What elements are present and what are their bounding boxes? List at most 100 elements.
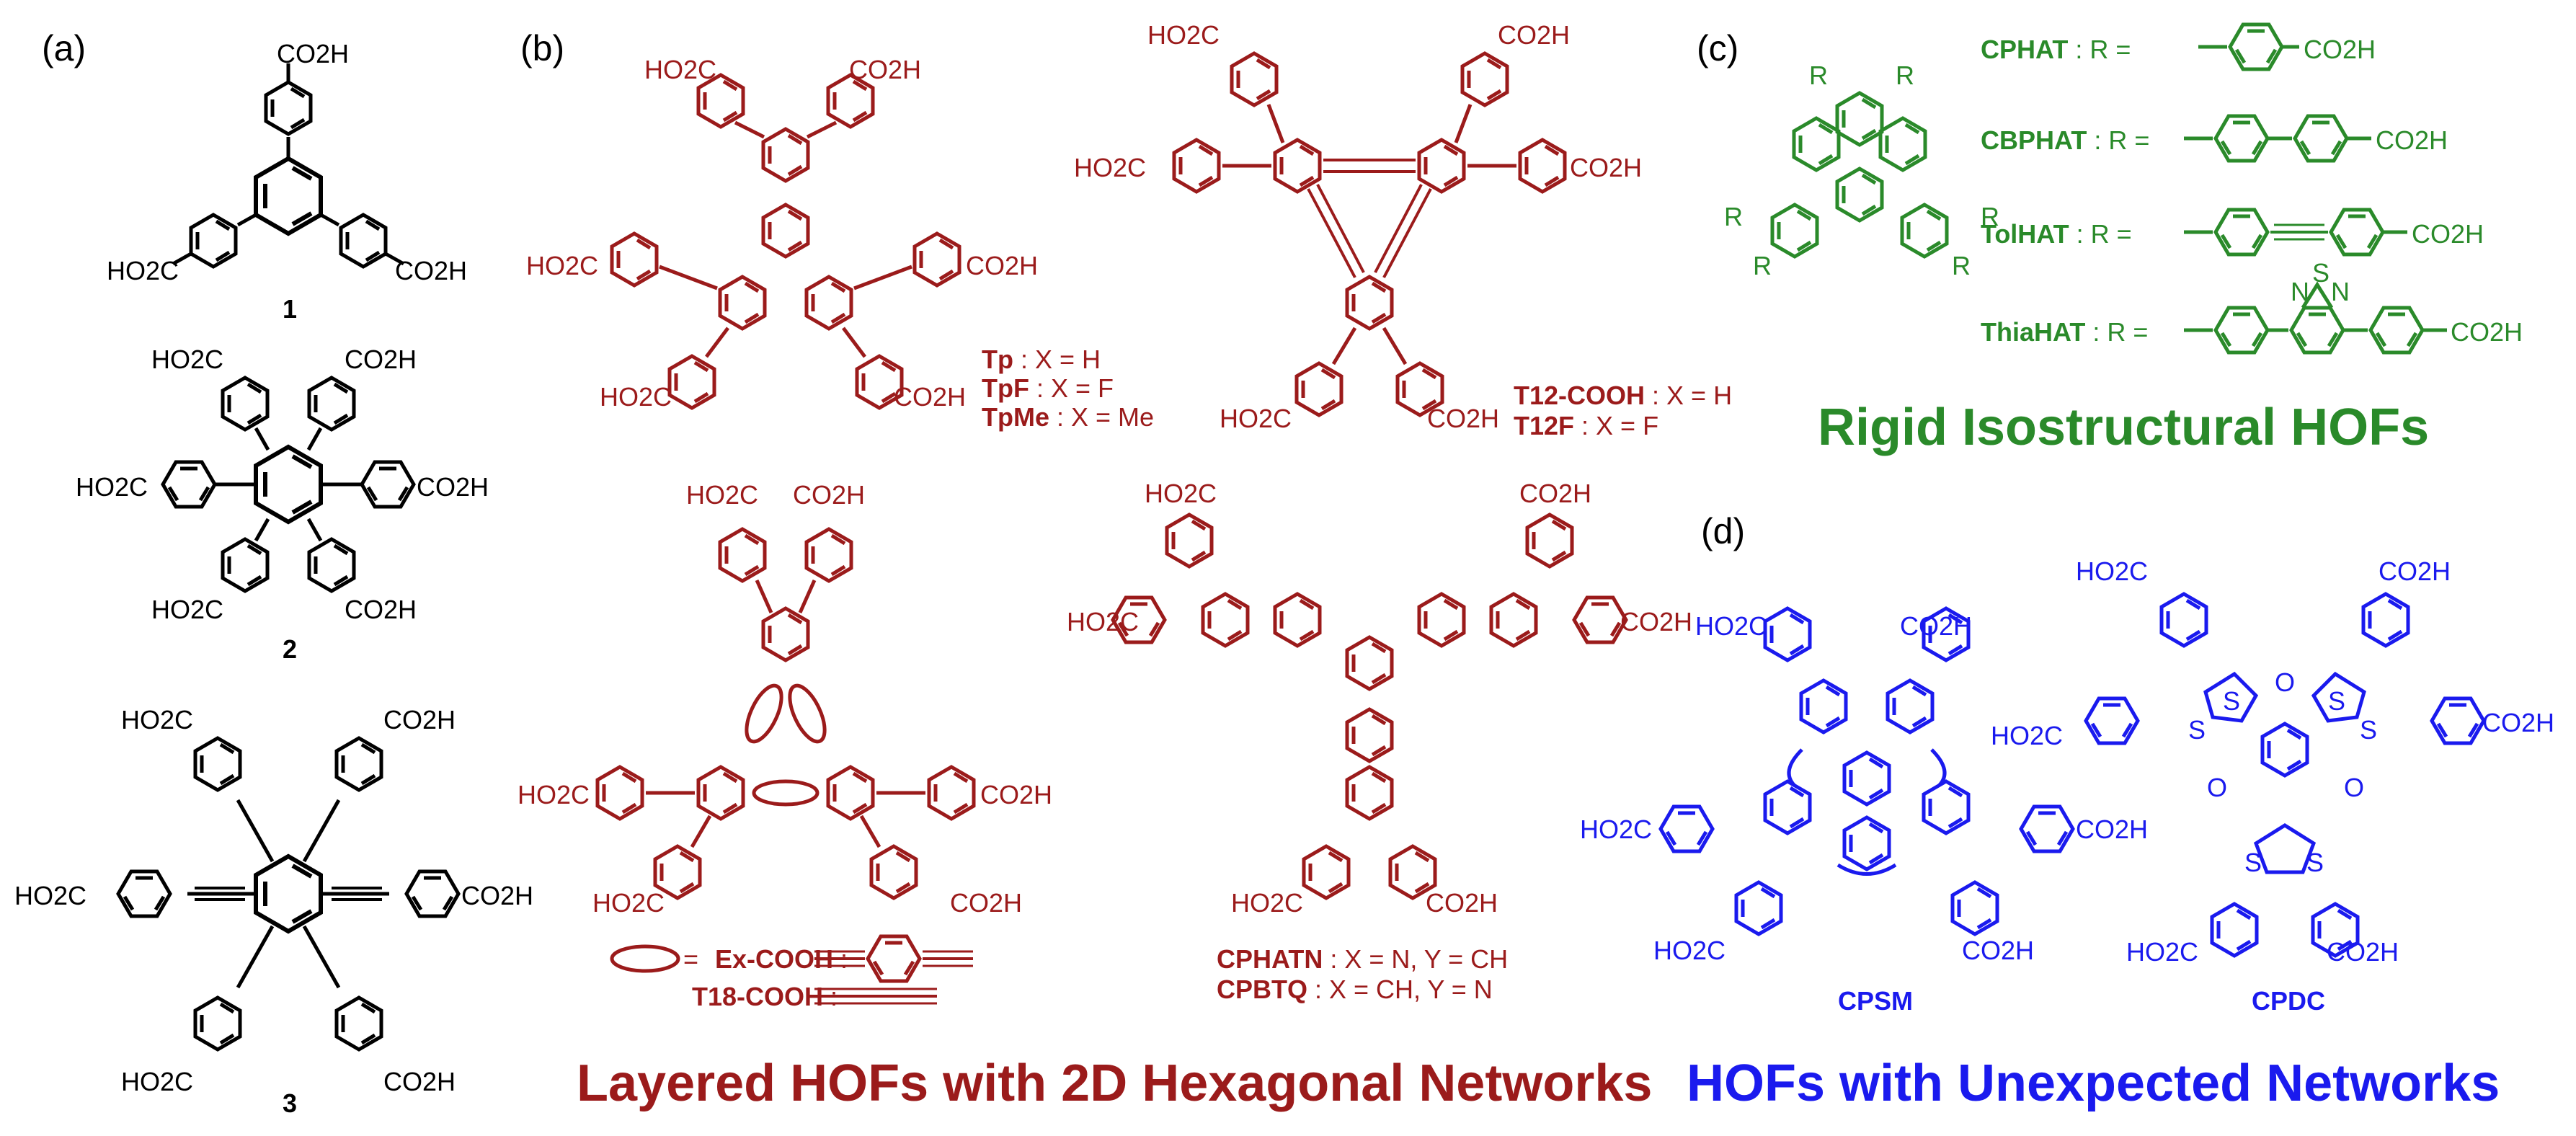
thiahat-s: S [2312,258,2330,288]
cpsm-left-ho2c: HO2C [1580,815,1653,844]
cpdc-bottomleft-ho2c: HO2C [2126,937,2199,967]
cpsm-bottomleft-ho2c: HO2C [1653,936,1726,965]
c2-bottomleft-ho2c: HO2C [151,595,224,624]
ex-right-co2h: CO2H [980,780,1053,809]
c2-left-ho2c: HO2C [76,472,148,502]
cpsm-topleft-ho2c: HO2C [1695,611,1768,641]
cbphat-r-group [2184,116,2371,161]
cpdc-right-co2h: CO2H [2482,708,2555,737]
t18-cooh-definition: T18-COOH : [692,982,838,1011]
tp-topright-co2h: CO2H [849,55,922,84]
hat-r-left-2: R [1753,251,1772,280]
thiahat-n-left: N [2291,277,2309,306]
c3-bottomleft-ho2c: HO2C [121,1067,194,1096]
ex-topright-co2h: CO2H [793,480,866,510]
cbphat-co2h: CO2H [2376,125,2448,155]
tp-left-ho2c: HO2C [526,251,599,280]
cpdc-s-6: S [2306,848,2324,877]
c2-bottomright-co2h: CO2H [345,595,417,624]
cphatn-right-co2h: CO2H [1620,607,1693,636]
cpsm-structure [1661,608,2073,934]
hat-r-top-left: R [1809,61,1828,90]
cpdc-bottomright-co2h: CO2H [2327,937,2399,967]
panel-c-caption: Rigid Isostructural HOFs [1818,399,2430,456]
tp-bottomleft-ho2c: HO2C [600,382,672,412]
hat-r-left-1: R [1724,202,1743,231]
cpsm-right-co2h: CO2H [2076,815,2149,844]
tolhat-r-group [2184,210,2407,254]
ex-cooh-structure [598,529,974,973]
ex-topleft-ho2c: HO2C [686,480,759,510]
compound-3-structure [118,738,458,1050]
t12-bottomleft-ho2c: HO2C [1220,404,1292,433]
cpsm-bottomright-co2h: CO2H [1962,936,2035,965]
cphat-definition: CPHAT : R = [1981,35,2131,64]
compound-2-structure [163,378,414,591]
cpdc-o-left: O [2207,773,2228,802]
cpsm-label: CPSM [1838,986,1914,1016]
tpme-definition: TpMe : X = Me [982,402,1155,432]
c1-top-co2h: CO2H [277,39,350,68]
c3-right-co2h: CO2H [461,881,534,910]
compound-1-structure [172,63,405,267]
panel-d-caption: HOFs with Unexpected Networks [1687,1055,2500,1112]
compound-1-label: 1 [283,294,298,324]
tolhat-co2h: CO2H [2412,219,2484,249]
c2-topleft-ho2c: HO2C [151,345,224,374]
hat-r-right-1: R [1981,202,1999,231]
compound-3-label: 3 [283,1088,298,1118]
cpdc-s-5: S [2244,848,2262,877]
thiahat-co2h: CO2H [2451,317,2523,347]
cphatn-topright-co2h: CO2H [1519,479,1592,508]
tp-right-co2h: CO2H [966,251,1039,280]
c1-right-co2h: CO2H [395,256,468,285]
cpdc-left-ho2c: HO2C [1991,721,2064,750]
t12-cooh-definition: T12-COOH : X = H [1514,381,1733,410]
hat-core-structure [1772,93,1947,257]
cpbtq-definition: CPBTQ : X = CH, Y = N [1217,975,1493,1004]
cpsm-topright-co2h: CO2H [1900,611,1973,641]
cphatn-definition: CPHATN : X = N, Y = CH [1217,944,1509,974]
cpdc-s-1: S [2223,686,2241,716]
c3-left-ho2c: HO2C [14,881,87,910]
tolhat-definition: TolHAT : R = [1981,219,2132,249]
hat-r-right-2: R [1952,251,1971,280]
ex-cooh-definition: Ex-COOH : [715,944,848,974]
thiahat-definition: ThiaHAT : R = [1981,317,2149,347]
c2-topright-co2h: CO2H [345,345,417,374]
c3-topleft-ho2c: HO2C [121,705,194,735]
cpdc-s-4: S [2360,715,2378,745]
ex-bottomleft-ho2c: HO2C [592,888,665,918]
c1-left-ho2c: HO2C [107,256,179,285]
cpdc-o-top: O [2275,667,2296,697]
cphatn-structure [1113,515,1626,898]
cphatn-left-ho2c: HO2C [1067,607,1140,636]
c3-bottomright-co2h: CO2H [383,1067,456,1096]
t12-topleft-ho2c: HO2C [1147,20,1220,50]
tpf-definition: TpF : X = F [982,373,1114,403]
t12f-definition: T12F : X = F [1514,411,1659,440]
cphatn-bottomright-co2h: CO2H [1426,888,1498,918]
t12-topright-co2h: CO2H [1498,20,1571,50]
t12-left-ho2c: HO2C [1074,153,1147,182]
cpdc-topleft-ho2c: HO2C [2076,556,2149,586]
t12-bottomright-co2h: CO2H [1427,404,1500,433]
tp-topleft-ho2c: HO2C [644,55,717,84]
thiahat-r-group [2184,281,2447,352]
cphat-co2h: CO2H [2304,35,2376,64]
panel-label-b: (b) [520,28,565,68]
cpdc-o-right: O [2344,773,2365,802]
cbphat-definition: CBPHAT : R = [1981,125,2150,155]
hat-r-top-right: R [1896,61,1914,90]
tp-definition: Tp : X = H [982,345,1101,374]
panel-label-c: (c) [1697,28,1739,68]
thiahat-n-right: N [2331,277,2350,306]
t12-right-co2h: CO2H [1570,153,1643,182]
cpdc-structure [2086,594,2484,956]
panel-label-d: (d) [1701,511,1746,551]
c3-topright-co2h: CO2H [383,705,456,735]
cphatn-topleft-ho2c: HO2C [1145,479,1217,508]
cpdc-label: CPDC [2252,986,2326,1016]
cpdc-topright-co2h: CO2H [2379,556,2451,586]
